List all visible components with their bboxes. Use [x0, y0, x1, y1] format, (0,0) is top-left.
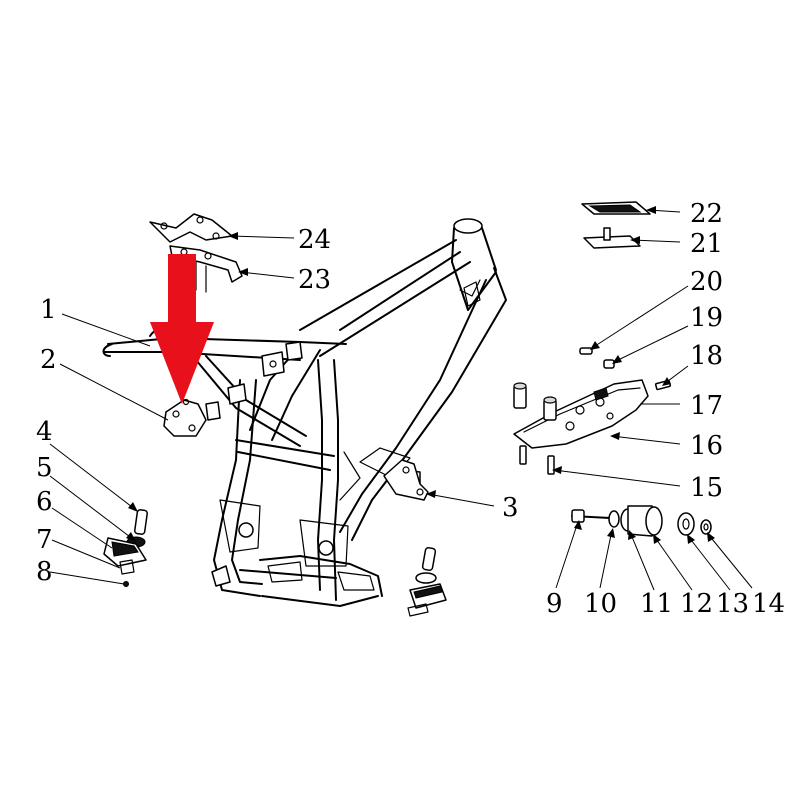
- skid-plate-assembly: [513, 347, 672, 475]
- callout-13: 13: [716, 589, 749, 619]
- callout-3: 3: [502, 493, 519, 523]
- callout-17: 17: [690, 391, 723, 421]
- callout-9: 9: [546, 589, 563, 619]
- callout-22: 22: [690, 199, 723, 229]
- callout-10: 10: [584, 589, 617, 619]
- callout-1: 1: [40, 295, 57, 325]
- parts-21-22: [581, 201, 651, 249]
- callout-7: 7: [36, 525, 53, 555]
- callout-11: 11: [640, 589, 673, 619]
- engine-mount-assembly: [571, 505, 712, 537]
- left-footpeg-assembly: [103, 509, 148, 587]
- callout-14: 14: [752, 589, 785, 619]
- callout-8: 8: [36, 557, 53, 587]
- callout-19: 19: [690, 303, 723, 333]
- part-24-shape: [149, 213, 233, 243]
- leader-lines: [49, 206, 753, 591]
- part-2-shape: [163, 398, 207, 437]
- callout-20: 20: [690, 267, 723, 297]
- callout-4: 4: [36, 417, 53, 447]
- callout-5: 5: [36, 453, 53, 483]
- callout-15: 15: [690, 473, 723, 503]
- callout-16: 16: [690, 431, 723, 461]
- callout-12: 12: [680, 589, 713, 619]
- callout-21: 21: [690, 229, 723, 259]
- callout-labels: 1 2 3 4 5 6 7 8 9 10 11 12 13 14 15 16 1…: [36, 199, 785, 619]
- callout-2: 2: [40, 345, 57, 375]
- red-highlight-arrow: [150, 254, 214, 404]
- callout-18: 18: [690, 341, 723, 371]
- callout-6: 6: [36, 487, 53, 517]
- callout-24: 24: [298, 225, 331, 255]
- callout-23: 23: [298, 265, 331, 295]
- frame-footpeg-assembly: [407, 547, 447, 617]
- part-3-shape: [383, 459, 429, 501]
